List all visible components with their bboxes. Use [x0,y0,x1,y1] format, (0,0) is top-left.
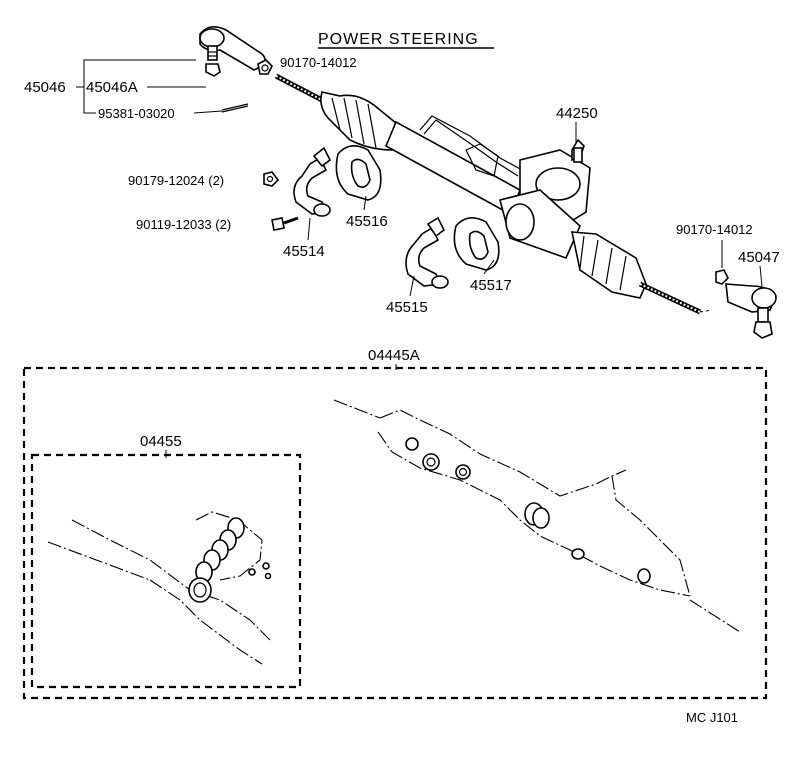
kit-outline-04455 [30,453,302,689]
label-45517: 45517 [470,277,512,294]
seal-kit-main-seal[interactable] [188,577,212,603]
label-45514: 45514 [283,243,325,260]
cotter-pin[interactable] [221,103,249,113]
bolt-bracket[interactable] [271,216,299,231]
diagram-code: MC J101 [686,710,738,725]
nut-bracket[interactable] [263,171,280,187]
label-90170-right: 90170-14012 [676,222,753,237]
bracket-45515[interactable] [405,216,449,289]
bracket-line-top [83,59,196,87]
kit-small-oring[interactable] [571,548,585,560]
grommet-45516[interactable] [335,145,382,201]
leader-45517 [483,259,495,275]
grommet-45517[interactable] [453,217,500,271]
label-45047: 45047 [738,249,780,266]
nut-right[interactable] [715,269,729,285]
kit-rack-ghost [333,399,741,633]
nut-left[interactable] [257,59,273,75]
kit-bushing[interactable] [455,464,471,480]
leader-45514 [307,217,311,241]
seal-kit-small-parts[interactable] [248,562,272,580]
label-45046: 45046 [24,79,66,96]
leader-45047 [759,265,763,287]
diagram-title: POWER STEERING [318,31,479,48]
label-04445a: 04445A [368,347,420,364]
seal-stack[interactable] [195,517,245,583]
leader-95381 [193,110,223,114]
label-44250: 44250 [556,105,598,122]
kit-outline-04445a [22,366,768,700]
label-04455: 04455 [140,433,182,450]
leader-45516 [363,195,367,211]
label-45516: 45516 [346,213,388,230]
right-end-dashes [699,309,713,313]
bracket-line-bottom [83,87,96,114]
kit-center-seal[interactable] [524,502,550,529]
leader-45515 [409,275,415,297]
steering-gear-assembly[interactable] [274,73,702,315]
kit-end-seal[interactable] [637,568,651,584]
kit-seal-ring[interactable] [422,453,440,471]
label-90170-left: 90170-14012 [280,55,357,70]
tie-rod-end-left[interactable] [199,26,266,77]
tie-rod-end-right[interactable] [725,283,777,339]
kit-oring[interactable] [405,437,419,451]
label-45515: 45515 [386,299,428,316]
bracket-45514[interactable] [293,146,332,217]
label-90179: 90179-12024 (2) [128,173,224,188]
label-90119: 90119-12033 (2) [136,217,231,232]
label-45046a: 45046A [86,79,138,96]
label-95381: 95381-03020 [98,106,175,121]
